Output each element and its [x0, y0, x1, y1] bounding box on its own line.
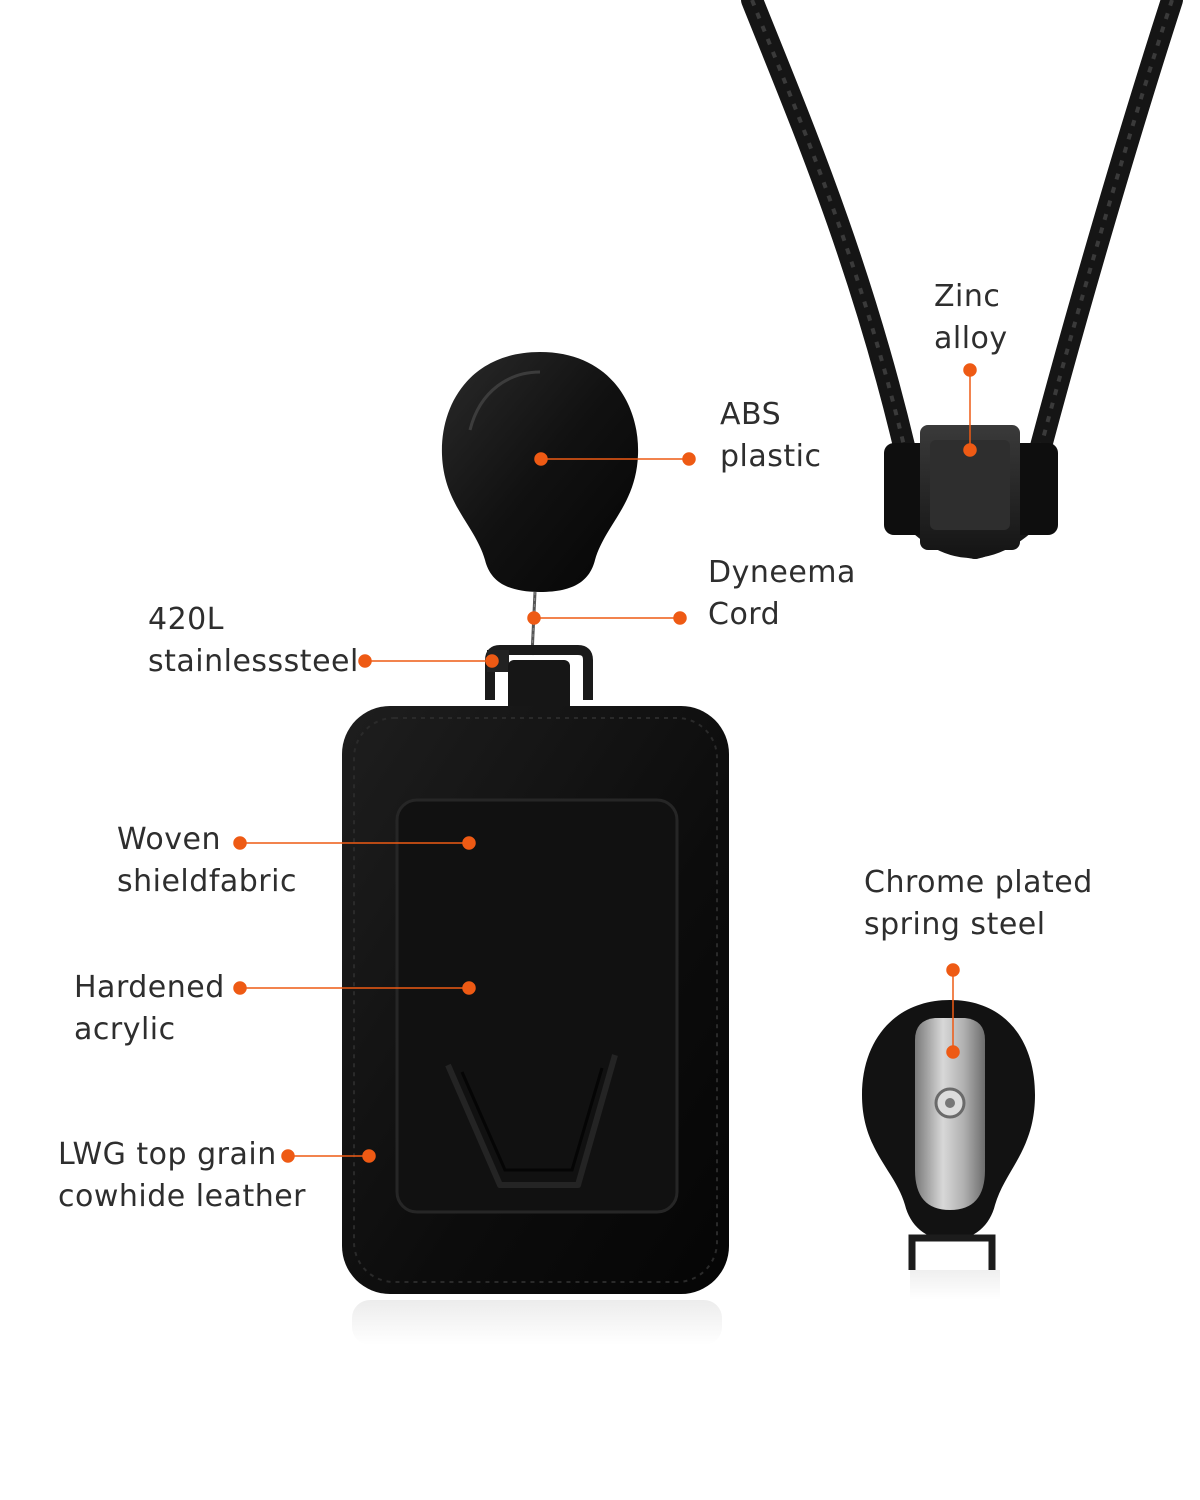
label-dyneema-line1: Dyneema [708, 555, 856, 590]
label-420l-line2: stainlesssteel [148, 644, 359, 679]
label-chrome-line1: Chrome plated [864, 865, 1093, 900]
label-hardened-acrylic: Hardened acrylic [74, 967, 225, 1051]
label-leather-line2: cowhide leather [58, 1179, 307, 1214]
label-abs-line2: plastic [720, 439, 822, 474]
label-zinc-alloy: Zinc alloy [934, 276, 1008, 360]
label-chrome-spring-steel: Chrome plated spring steel [864, 862, 1093, 946]
label-zinc-line2: alloy [934, 321, 1008, 356]
label-acrylic-line1: Hardened [74, 970, 225, 1005]
label-woven-shield-fabric: Woven shieldfabric [117, 819, 297, 903]
label-420l-line1: 420L [148, 602, 224, 637]
label-abs-line1: ABS [720, 397, 782, 432]
belt-clip-image [862, 1000, 1035, 1300]
label-woven-line1: Woven [117, 822, 221, 857]
label-zinc-line1: Zinc [934, 279, 1001, 314]
label-acrylic-line2: acrylic [74, 1012, 176, 1047]
label-420l-stainless-steel: 420L stainlesssteel [148, 599, 359, 683]
dot-zinc-target [963, 443, 977, 457]
label-lwg-leather: LWG top grain cowhide leather [58, 1134, 306, 1218]
label-dyneema-line2: Cord [708, 597, 781, 632]
zinc-clasp-image [884, 425, 1058, 550]
callout-lines [233, 363, 977, 1163]
label-leather-line1: LWG top grain [58, 1137, 277, 1172]
label-woven-line2: shieldfabric [117, 864, 297, 899]
dot-zinc [963, 363, 977, 377]
card-holder-image [342, 645, 729, 1345]
label-dyneema-cord: Dyneema Cord [708, 552, 856, 636]
label-chrome-line2: spring steel [864, 907, 1046, 942]
label-abs-plastic: ABS plastic [720, 394, 821, 478]
retractable-reel-image [441, 352, 639, 656]
